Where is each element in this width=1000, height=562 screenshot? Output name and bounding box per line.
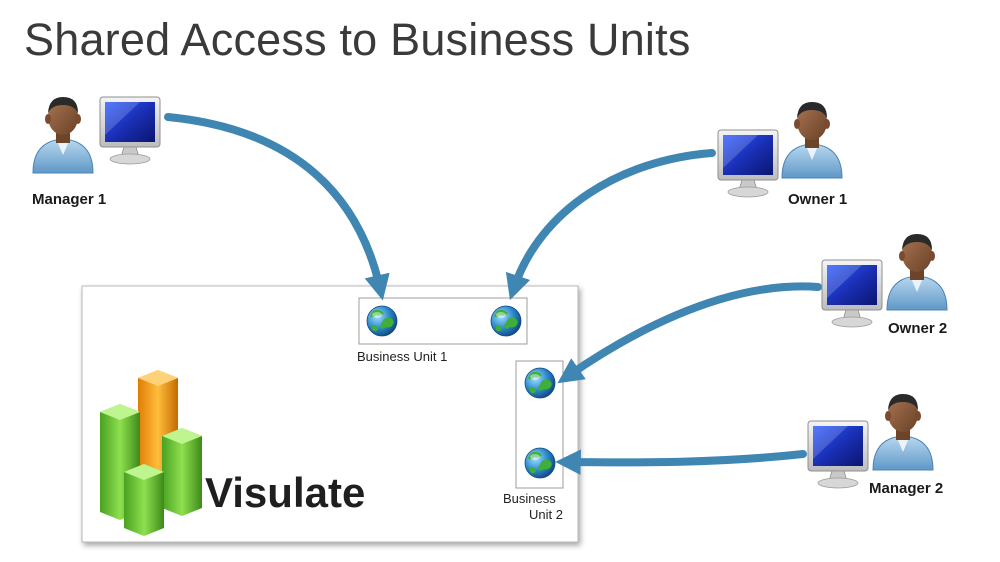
monitor-icon (821, 259, 883, 328)
user-icon (872, 393, 934, 471)
manager-1-label: Manager 1 (32, 191, 106, 208)
arrow-manager2-to-unit2 (555, 449, 807, 475)
globe-icon (490, 305, 522, 337)
page-title: Shared Access to Business Units (24, 14, 691, 65)
globe-icon (524, 447, 556, 479)
manager-2-label: Manager 2 (869, 480, 943, 497)
user-icon (32, 96, 94, 174)
monitor-icon (99, 96, 161, 165)
arrow-owner1-to-unit1 (505, 149, 716, 301)
business-unit-2-label-line2: Unit 2 (529, 507, 563, 522)
owner-1: Owner 1 (717, 101, 847, 208)
owner-2-label: Owner 2 (888, 320, 947, 337)
business-unit-1-label: Business Unit 1 (357, 349, 447, 364)
logo-text: Visulate (205, 469, 365, 516)
manager-2: Manager 2 (807, 393, 943, 497)
owner-1-label: Owner 1 (788, 191, 847, 208)
user-icon (886, 233, 948, 311)
owner-2: Owner 2 (821, 233, 948, 337)
logo-bar-chart-icon (100, 370, 202, 536)
manager-1: Manager 1 (32, 96, 161, 208)
globe-icon (366, 305, 398, 337)
visulate-logo: Visulate (100, 370, 365, 536)
user-icon (781, 101, 843, 179)
monitor-icon (807, 420, 869, 489)
business-unit-2-label-line1: Business (503, 491, 556, 506)
arrow-owner2-to-unit2 (557, 282, 822, 384)
monitor-icon (717, 129, 779, 198)
globe-icon (524, 367, 556, 399)
arrow-manager1-to-unit1 (164, 113, 390, 301)
